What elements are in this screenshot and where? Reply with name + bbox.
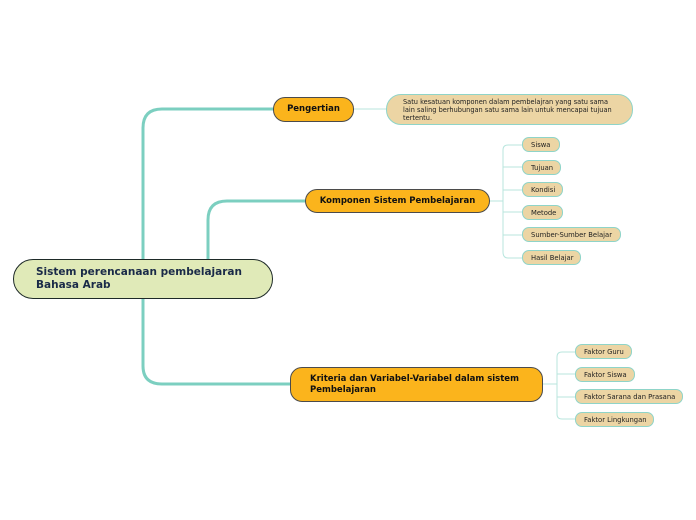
link-root-kriteria bbox=[141, 294, 292, 386]
leaf-komponen-hasil-belajar[interactable]: Hasil Belajar bbox=[522, 250, 581, 265]
leaf-label: Faktor Lingkungan bbox=[584, 415, 647, 424]
node-pengertian-description-text: Satu kesatuan komponen dalam pembelajran… bbox=[403, 97, 612, 122]
link-root-komponen bbox=[206, 199, 307, 264]
link-root-pengertian bbox=[141, 107, 275, 264]
leaf-komponen-sumber-belajar[interactable]: Sumber-Sumber Belajar bbox=[522, 227, 621, 242]
leaf-kriteria-faktor-guru[interactable]: Faktor Guru bbox=[575, 344, 632, 359]
leaf-komponen-tujuan[interactable]: Tujuan bbox=[522, 160, 561, 175]
leaf-label: Kondisi bbox=[531, 185, 556, 194]
node-pengertian-label: Pengertian bbox=[287, 104, 340, 114]
node-kriteria[interactable]: Kriteria dan Variabel-Variabel dalam sis… bbox=[290, 367, 543, 402]
root-title: Sistem perencanaan pembelajaran Bahasa A… bbox=[36, 266, 242, 291]
leaf-komponen-metode[interactable]: Metode bbox=[522, 205, 563, 220]
node-kriteria-label: Kriteria dan Variabel-Variabel dalam sis… bbox=[310, 373, 519, 395]
leaf-komponen-siswa[interactable]: Siswa bbox=[522, 137, 560, 152]
leaf-label: Metode bbox=[531, 208, 557, 217]
leaf-komponen-kondisi[interactable]: Kondisi bbox=[522, 182, 563, 197]
leaf-label: Tujuan bbox=[531, 163, 554, 172]
node-pengertian-description[interactable]: Satu kesatuan komponen dalam pembelajran… bbox=[386, 94, 633, 125]
node-komponen-label: Komponen Sistem Pembelajaran bbox=[319, 195, 476, 206]
leaf-kriteria-faktor-sarana[interactable]: Faktor Sarana dan Prasana bbox=[575, 389, 683, 404]
leaf-label: Hasil Belajar bbox=[531, 253, 574, 262]
leaf-kriteria-faktor-lingkungan[interactable]: Faktor Lingkungan bbox=[575, 412, 654, 427]
leaf-kriteria-faktor-siswa[interactable]: Faktor Siswa bbox=[575, 367, 635, 382]
node-pengertian[interactable]: Pengertian bbox=[273, 97, 354, 122]
leaf-label: Faktor Sarana dan Prasana bbox=[584, 392, 676, 401]
leaf-label: Faktor Siswa bbox=[584, 370, 627, 379]
leaf-label: Faktor Guru bbox=[584, 347, 624, 356]
leaf-label: Sumber-Sumber Belajar bbox=[531, 230, 612, 239]
leaf-label: Siswa bbox=[531, 140, 551, 149]
root-node[interactable]: Sistem perencanaan pembelajaran Bahasa A… bbox=[13, 259, 273, 299]
node-komponen[interactable]: Komponen Sistem Pembelajaran bbox=[305, 189, 490, 213]
